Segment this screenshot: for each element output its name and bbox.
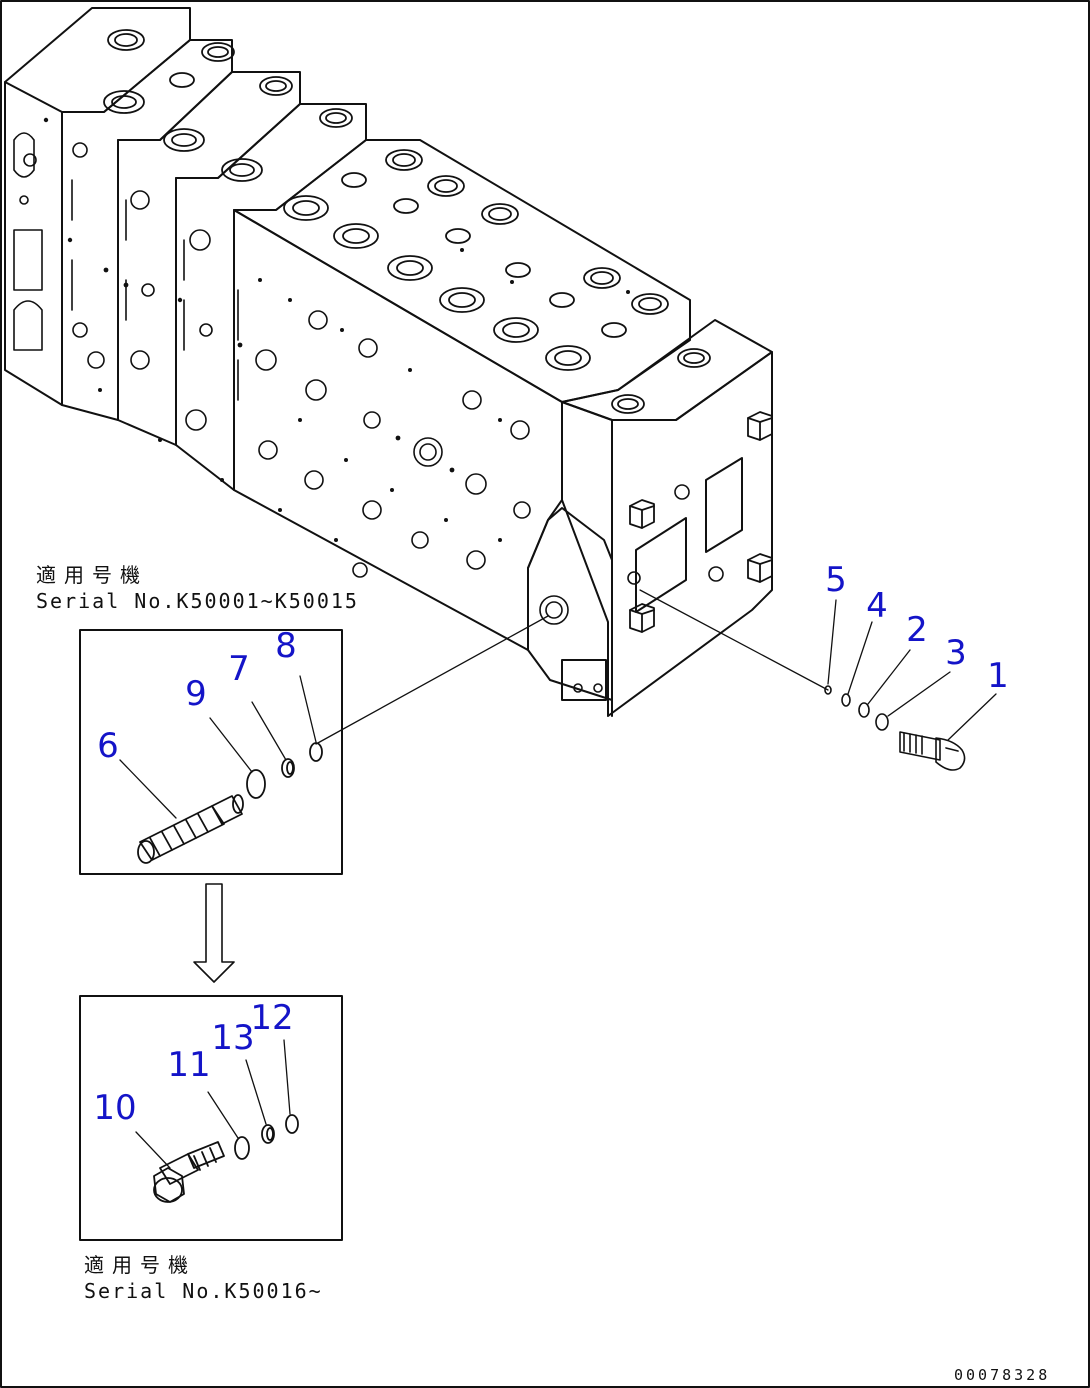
upper-inset-parts [137, 742, 323, 864]
part-5-ball [824, 685, 832, 695]
callout-10: 10 [93, 1088, 137, 1128]
part-9-o-ring [246, 769, 266, 799]
serial-note-lower-title: 適用号機 [84, 1253, 196, 1277]
inset-box-upper [79, 629, 343, 875]
leader-line-right-assembly [639, 589, 829, 691]
callout-4: 4 [866, 586, 888, 626]
callout-5: 5 [825, 560, 847, 600]
callout-11: 11 [167, 1045, 211, 1085]
down-arrow [193, 883, 235, 983]
part-4-ring [841, 693, 851, 707]
part-3-o-ring [875, 713, 889, 731]
part-11-o-ring [234, 1136, 250, 1160]
part-8-o-ring [309, 742, 323, 762]
drawing-number: 00078328 [954, 1366, 1051, 1384]
part-1-plug [899, 731, 966, 771]
serial-note-lower-range: Serial No.K50016~ [84, 1279, 323, 1303]
serial-note-upper-range: Serial No.K50001~K50015 [36, 589, 359, 613]
part-13-backup-ring [261, 1124, 275, 1144]
part-7-backup-ring [281, 758, 295, 778]
callout-leaders-lower [135, 1039, 291, 1169]
part-10-plug [153, 1141, 225, 1203]
callout-12: 12 [250, 998, 294, 1038]
part-2-backup-ring [858, 702, 870, 718]
lower-inset-parts [153, 1114, 299, 1203]
part-12-o-ring [285, 1114, 299, 1134]
callout-2: 2 [906, 610, 928, 650]
callout-13: 13 [211, 1018, 255, 1058]
callout-leaders-right [827, 599, 997, 741]
serial-note-upper-title: 適用号機 [36, 563, 148, 587]
serial-note-upper: 適用号機 Serial No.K50001~K50015 [36, 562, 359, 614]
callout-leaders-upper [119, 675, 317, 819]
callout-8: 8 [275, 626, 297, 666]
callout-1: 1 [987, 656, 1009, 696]
inset-box-lower [79, 995, 343, 1241]
callout-6: 6 [97, 726, 119, 766]
control-valve-body [4, 7, 773, 717]
leader-line-upper-inset [315, 615, 549, 745]
part-6-valve-cartridge [137, 794, 244, 864]
callout-9: 9 [185, 674, 207, 714]
exploded-parts-1-to-5 [824, 685, 966, 771]
callout-7: 7 [228, 649, 250, 689]
callout-3: 3 [945, 633, 967, 673]
serial-note-lower: 適用号機 Serial No.K50016~ [84, 1252, 323, 1304]
